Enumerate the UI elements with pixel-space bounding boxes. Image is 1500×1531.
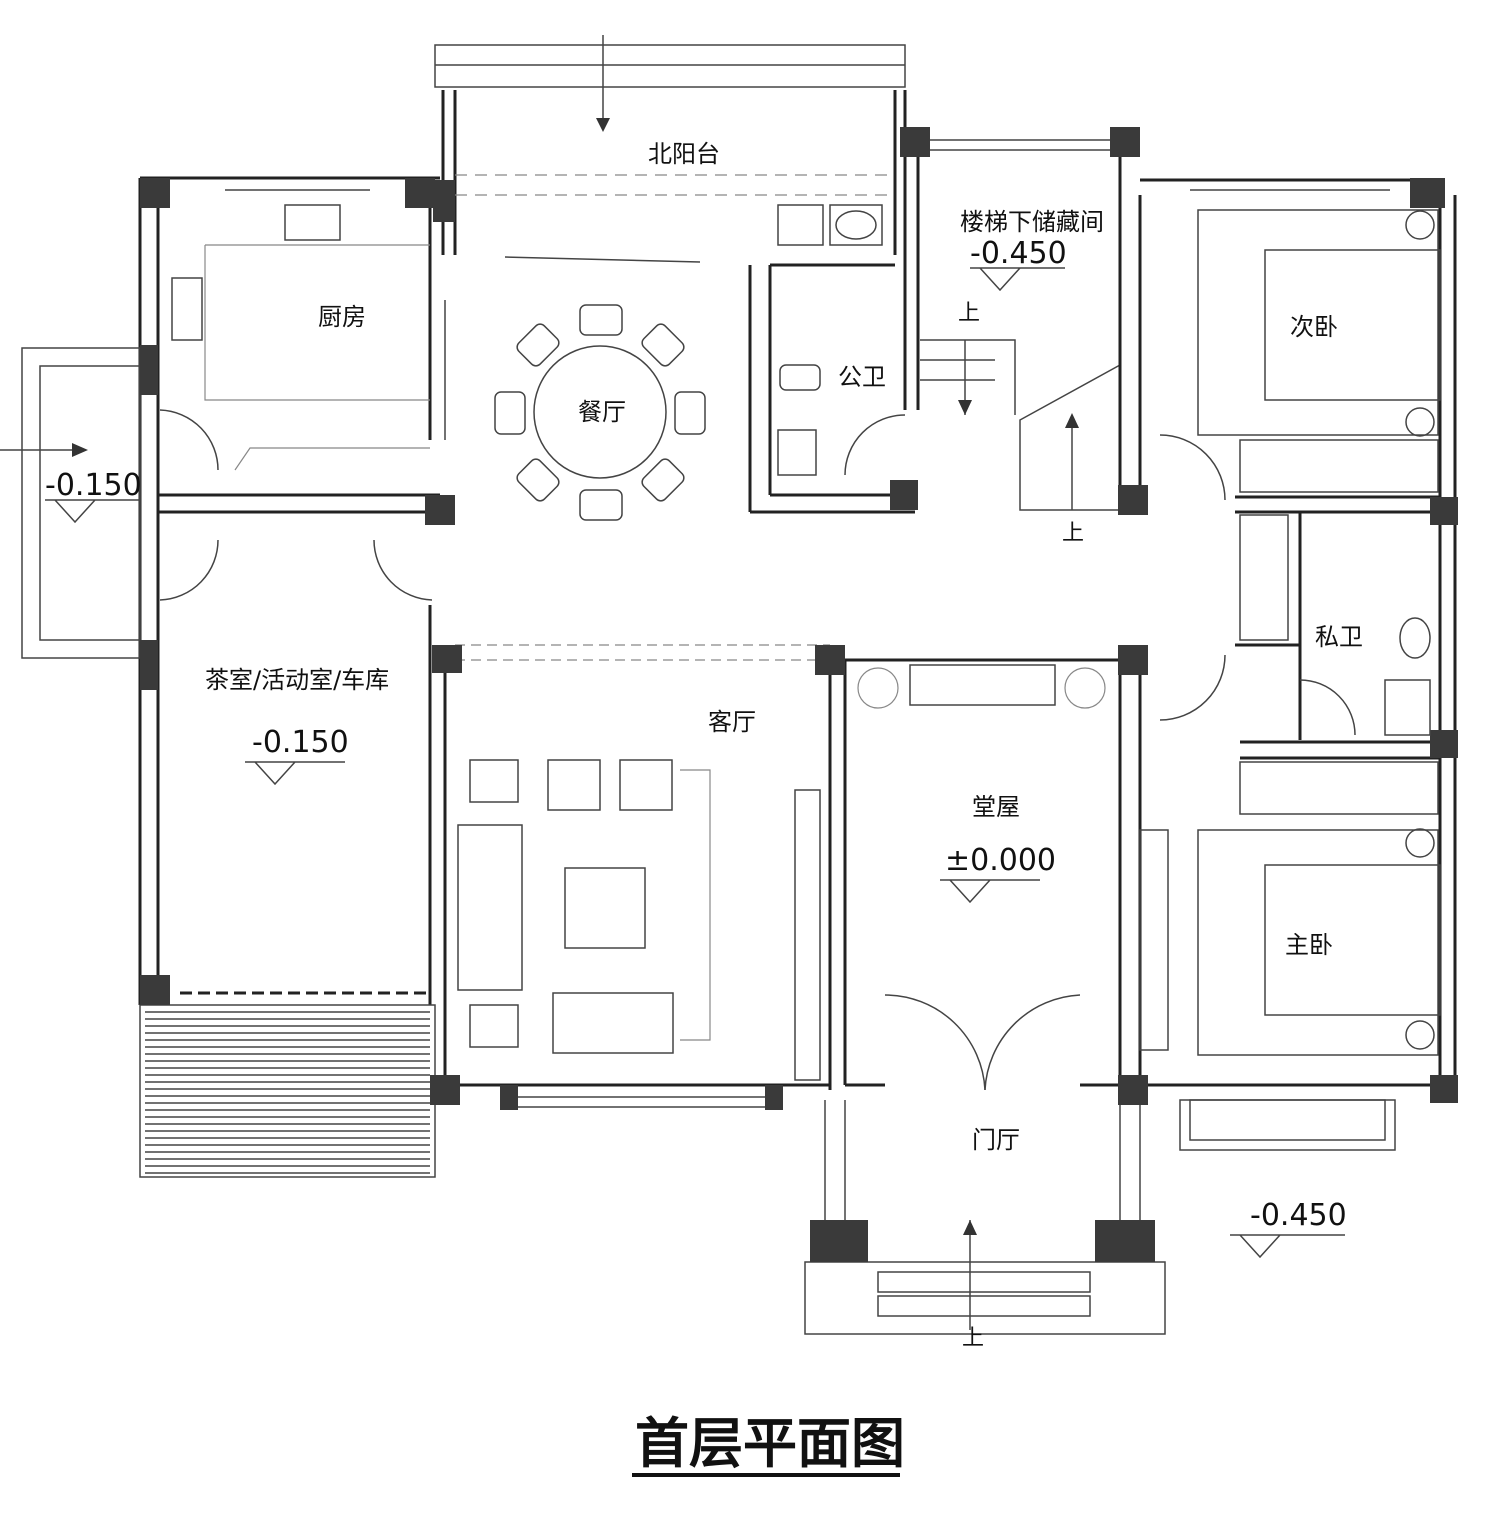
level-exterior: -0.450 <box>1250 1198 1347 1233</box>
walls <box>21 44 1457 1335</box>
level-labels: -0.450 -0.150 -0.150 ±0.000 -0.450 <box>45 236 1347 1233</box>
plan-title: 首层平面图 <box>635 1412 905 1475</box>
level-stair-storage: -0.450 <box>970 236 1067 271</box>
doors <box>159 409 1356 1091</box>
structural-columns <box>140 127 1458 1262</box>
label-tea-room: 茶室/活动室/车库 <box>205 666 389 694</box>
label-dining: 餐厅 <box>578 398 626 426</box>
stair-up-label: 上 <box>1062 521 1084 546</box>
level-markers <box>45 267 1345 1259</box>
label-private-bath: 私卫 <box>1315 623 1363 651</box>
stair-up-label: 上 <box>958 301 980 326</box>
level-tea-room: -0.150 <box>252 725 349 760</box>
label-main-hall: 堂屋 <box>972 793 1020 821</box>
stair-labels: 上 上 上 <box>958 301 1084 1351</box>
arrows <box>0 35 1079 1330</box>
label-north-balcony: 北阳台 <box>648 140 720 168</box>
level-main-hall: ±0.000 <box>945 843 1056 878</box>
room-labels: 北阳台 楼梯下储藏间 厨房 餐厅 公卫 次卧 私卫 茶室/活动室/车库 客厅 堂… <box>205 140 1363 1154</box>
label-second-bedroom: 次卧 <box>1290 313 1338 341</box>
level-side-entry: -0.150 <box>45 468 142 503</box>
label-stair-storage: 楼梯下储藏间 <box>960 208 1104 236</box>
label-foyer: 门厅 <box>972 1126 1020 1154</box>
steps-left <box>139 1004 436 1178</box>
label-living: 客厅 <box>708 708 756 736</box>
label-kitchen: 厨房 <box>318 303 366 331</box>
stair-up-label: 上 <box>962 1326 984 1351</box>
furniture <box>171 204 1441 1081</box>
label-public-bath: 公卫 <box>838 363 886 391</box>
label-master-bedroom: 主卧 <box>1285 931 1333 959</box>
